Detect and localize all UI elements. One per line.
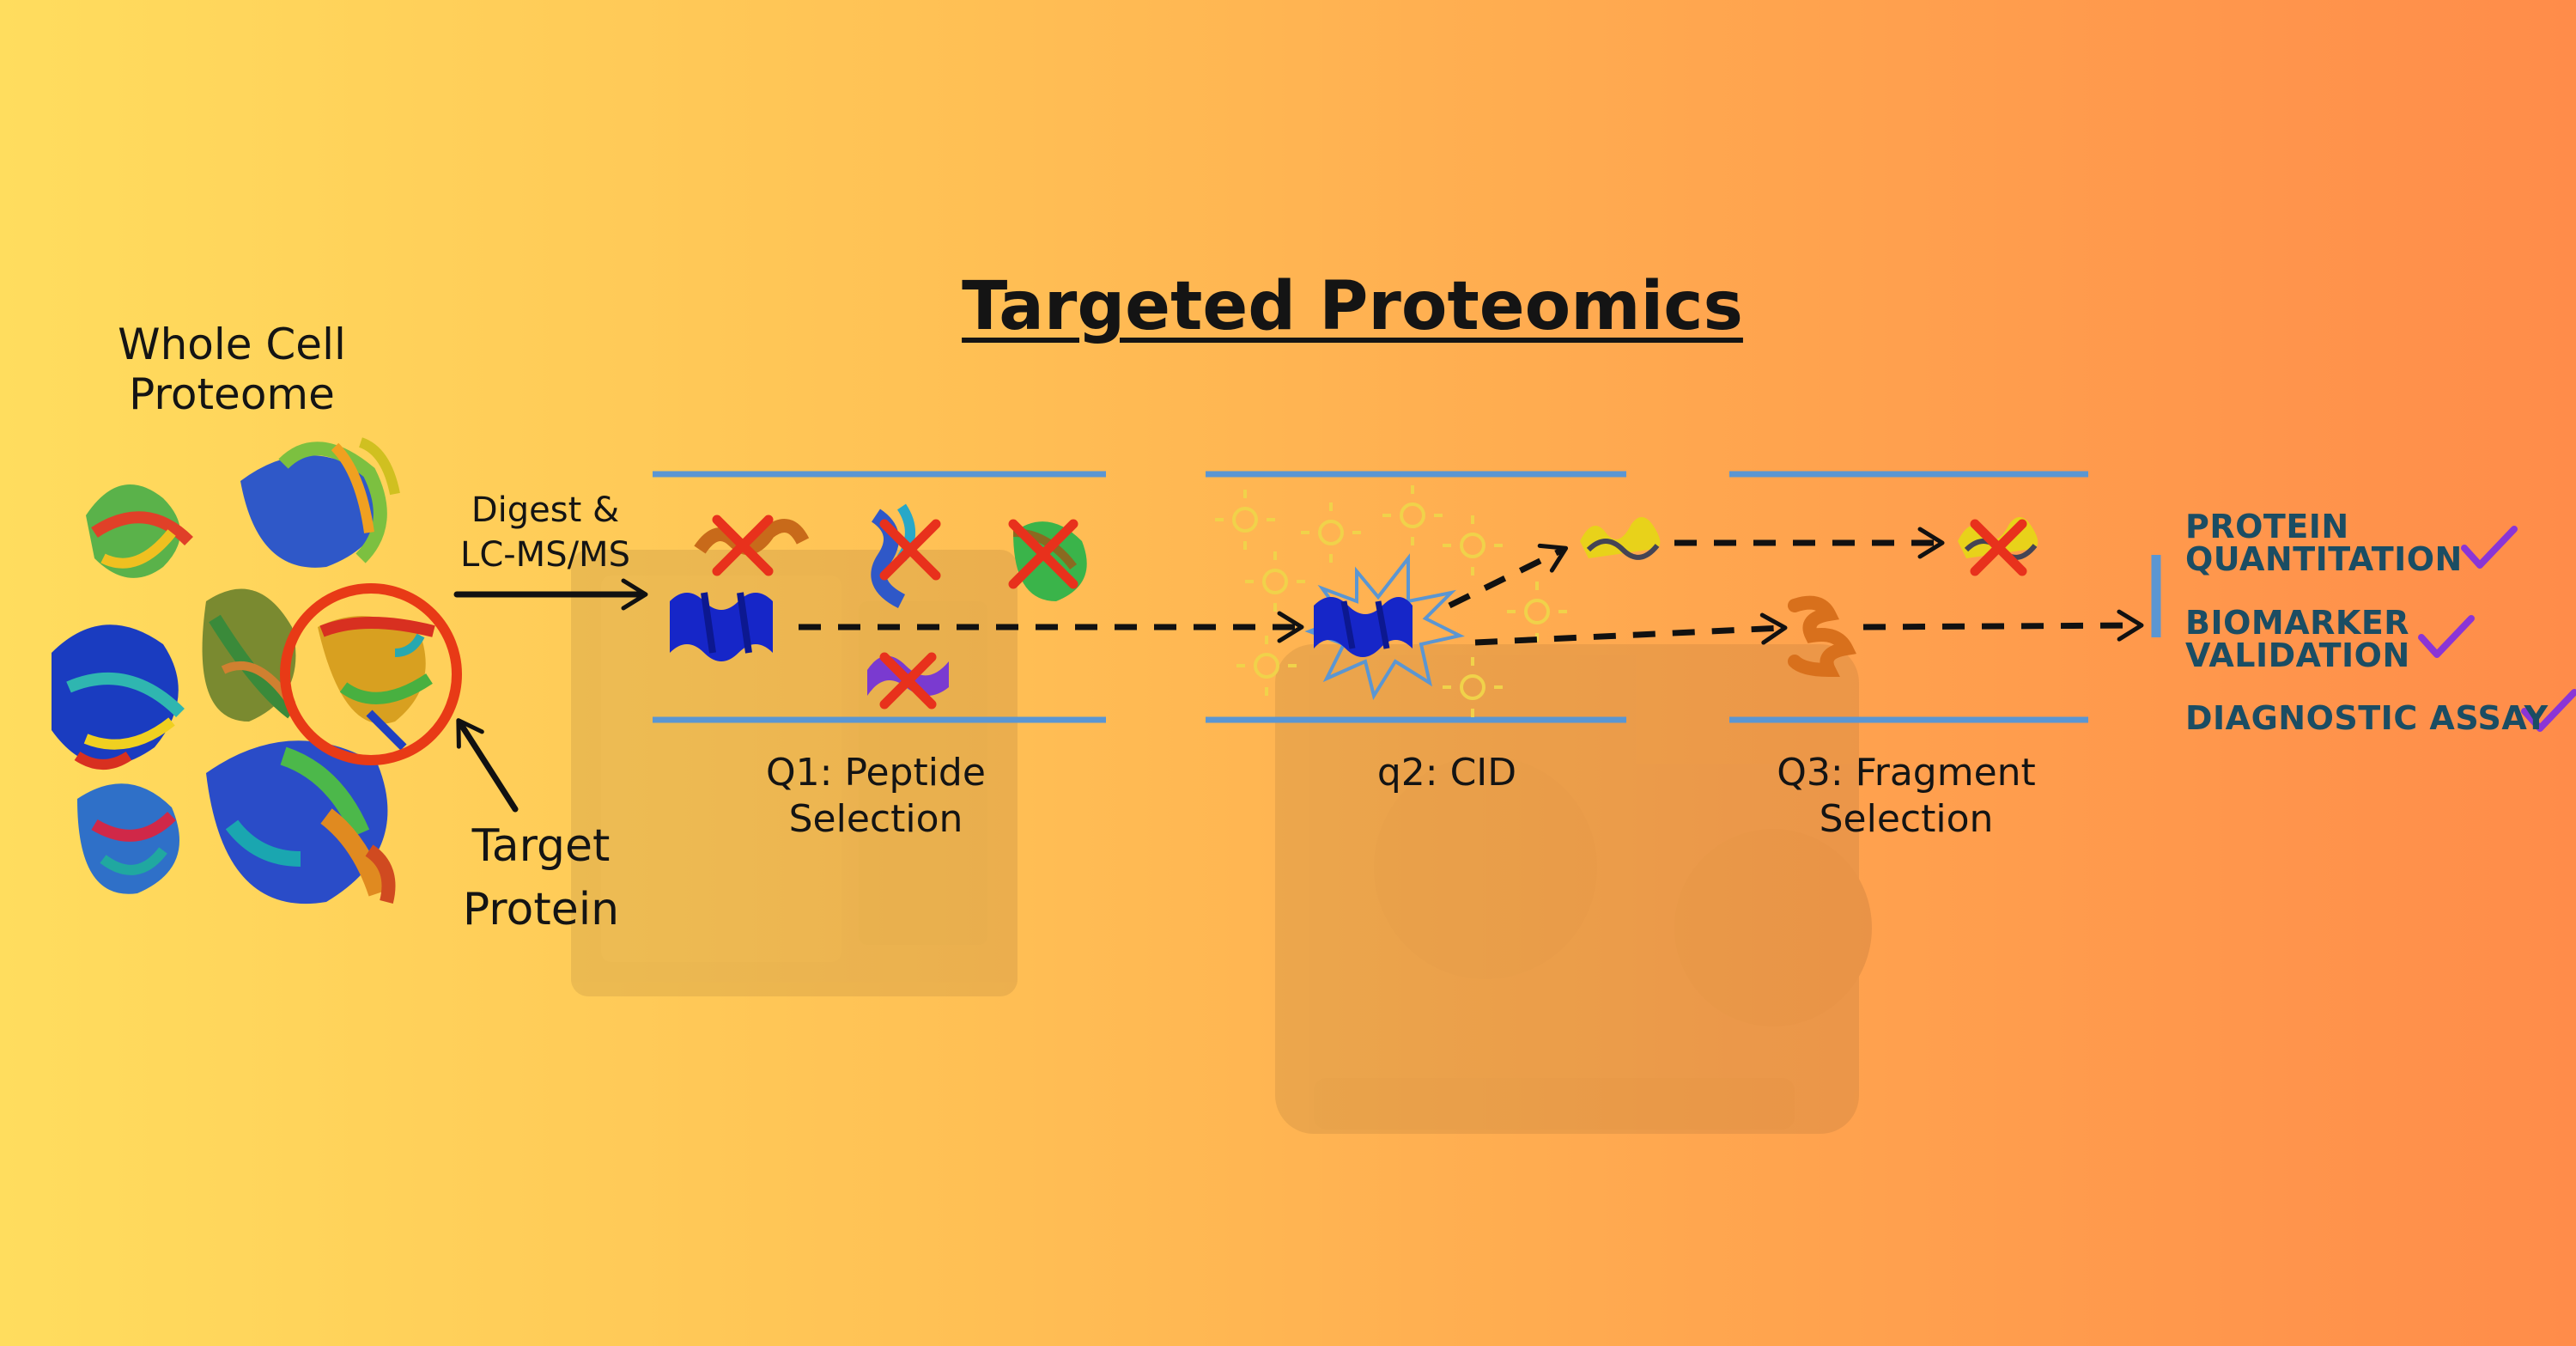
rejected-peptide-icon — [871, 503, 941, 609]
selected-peptide-icon — [670, 592, 773, 661]
digest-label-line: LC-MS/MS — [460, 535, 630, 575]
proteome-label-line: Proteome — [129, 369, 335, 419]
target-pointer-arrow — [456, 718, 519, 813]
stage-label-line: Selection — [1819, 797, 1994, 841]
quadrupole-rails — [653, 471, 2161, 723]
outcome-line: BIOMARKER — [2185, 604, 2410, 642]
checkmark-icon — [2461, 526, 2518, 569]
stage-label-line: q2: CID — [1376, 751, 1517, 795]
stage-label-q2: q2: CID — [1331, 750, 1563, 796]
outcome-line: QUANTITATION — [2185, 540, 2463, 578]
protein-structure-icon — [206, 740, 396, 904]
digest-label: Digest & LC-MS/MS — [429, 488, 661, 577]
check-marks — [2418, 526, 2576, 732]
outcome-protein-quantitation: PROTEIN QUANTITATION — [2185, 510, 2463, 576]
sun-burst-icon — [1236, 636, 1297, 696]
outcome-line: DIAGNOSTIC ASSAY — [2185, 699, 2549, 737]
fragment-arrow-detector — [1862, 609, 2144, 642]
sun-burst-icon — [1245, 551, 1305, 612]
outcome-line: VALIDATION — [2185, 636, 2410, 674]
target-ring — [280, 583, 462, 765]
ms-instrument-silhouette — [1275, 644, 1872, 1134]
protein-structure-icon — [77, 783, 179, 894]
protein-structure-icon — [240, 437, 400, 568]
rejected-fragment-icon-q2 — [1580, 517, 1661, 560]
proteome-label: Whole Cell Proteome — [103, 320, 361, 419]
outcome-biomarker-validation: BIOMARKER VALIDATION — [2185, 606, 2410, 672]
red-x-icon — [1970, 519, 2027, 576]
protein-structure-icon — [86, 484, 193, 578]
target-label-line: Protein — [462, 884, 620, 935]
fragment-arrow-upper — [1448, 543, 1569, 609]
protein-structure-icon — [52, 624, 185, 770]
stage-label-line: Q3: Fragment — [1777, 751, 2036, 795]
protein-structure-icon — [202, 588, 296, 722]
stage-label-line: Selection — [788, 797, 963, 841]
rejected-fragment-icon — [1958, 517, 2038, 576]
sun-burst-icon — [1507, 582, 1567, 642]
sun-burst-icon — [1443, 657, 1503, 717]
red-x-icon — [1008, 519, 1078, 589]
target-protein-structure-icon — [318, 616, 435, 751]
rejected-peptide-icon — [1008, 519, 1087, 601]
checkmark-icon — [2521, 689, 2576, 732]
sun-burst-icon — [1301, 502, 1361, 563]
fragmenting-peptide-icon — [1314, 597, 1413, 657]
digest-label-line: Digest & — [471, 490, 620, 530]
stage-label-q1: Q1: Peptide Selection — [738, 750, 1013, 843]
fragment-arrow-lower — [1474, 612, 1788, 646]
proteome-cluster — [52, 437, 462, 904]
outcome-line: PROTEIN — [2185, 508, 2349, 545]
selected-fragment-icon — [1788, 595, 1857, 678]
checkmark-icon — [2418, 615, 2475, 658]
outcome-diagnostic-assay: DIAGNOSTIC ASSAY — [2185, 702, 2549, 734]
red-x-icon — [879, 519, 941, 581]
lc-instrument-silhouette — [571, 550, 1018, 996]
target-label-line: Target — [471, 820, 611, 872]
proteome-label-line: Whole Cell — [118, 320, 346, 369]
sun-burst-icon — [1443, 515, 1503, 576]
sun-burst-icon — [1215, 490, 1275, 550]
sun-burst-group — [1215, 485, 1567, 717]
stage-label-line: Q1: Peptide — [766, 751, 986, 795]
target-protein-label: Target Protein — [429, 814, 653, 941]
red-x-icon — [879, 652, 937, 710]
stage-label-q3: Q3: Fragment Selection — [1752, 750, 2061, 843]
rejected-peptide-icon — [694, 515, 810, 576]
red-x-icon — [712, 515, 774, 576]
sun-burst-icon — [1382, 485, 1443, 545]
rejected-peptide-icon — [867, 652, 949, 710]
page-title: Targeted Proteomics — [962, 268, 1743, 345]
